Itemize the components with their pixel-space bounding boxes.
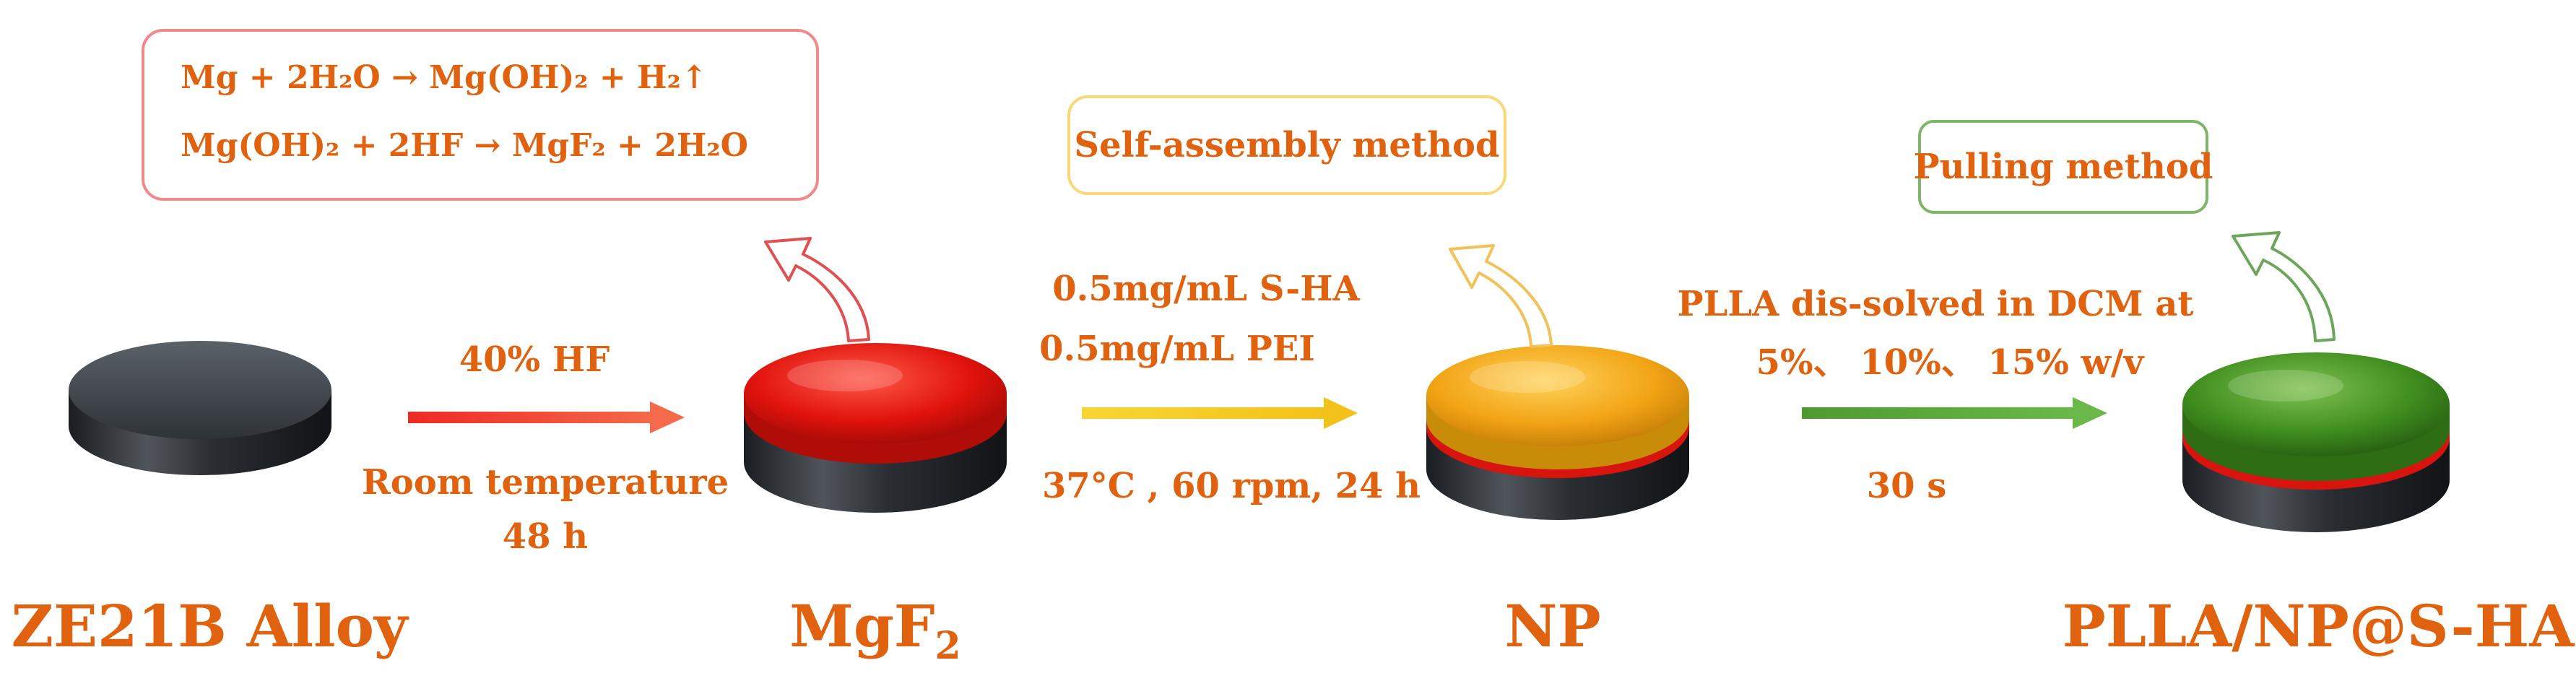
self-assembly-label: Self-assembly method xyxy=(1074,125,1500,165)
step2-pei: 0.5mg/mL PEI xyxy=(1039,329,1315,369)
reaction-equations-box: Mg + 2H₂O → Mg(OH)₂ + H₂↑ Mg(OH)₂ + 2HF … xyxy=(142,29,819,201)
pulling-method-box: Pulling method xyxy=(1914,120,2213,214)
step2-conditions: 37°C , 60 rpm, 24 h xyxy=(1041,466,1421,506)
label-np: NP xyxy=(1504,592,1601,660)
step2-s-ha: 0.5mg/mL S-HA xyxy=(1052,269,1360,309)
final-disc xyxy=(2182,352,2450,532)
alloy-disc xyxy=(69,341,331,475)
green-curved-arrow xyxy=(2232,231,2336,342)
red-curved-arrow xyxy=(764,237,870,342)
step1-condition: Room temperature xyxy=(361,462,729,503)
mgf2-disc xyxy=(744,343,1007,513)
step2-arrow xyxy=(1082,397,1358,429)
yellow-curved-arrow xyxy=(1449,244,1553,348)
step1-time: 48 h xyxy=(502,516,589,557)
equation-1: Mg + 2H₂O → Mg(OH)₂ + H₂↑ xyxy=(181,59,708,96)
label-alloy: ZE21B Alloy xyxy=(11,592,408,660)
label-mgf2-subscript: 2 xyxy=(934,624,961,668)
np-disc xyxy=(1426,345,1689,520)
step3-arrow xyxy=(1802,397,2107,429)
label-final: PLLA/NP@S-HA xyxy=(2062,592,2575,660)
label-mgf2: MgF2 xyxy=(789,592,960,668)
step1-arrow xyxy=(408,402,685,433)
pulling-method-label: Pulling method xyxy=(1913,147,2213,187)
step1-reagent: 40% HF xyxy=(459,339,610,380)
self-assembly-box: Self-assembly method xyxy=(1067,95,1506,195)
step3-concentrations: 5%、 10%、 15% w/v xyxy=(1756,342,2144,383)
step3-plla: PLLA dis-solved in DCM at xyxy=(1677,284,2194,324)
label-mgf2-base: MgF xyxy=(789,592,935,660)
step3-time: 30 s xyxy=(1866,466,1947,506)
equation-2: Mg(OH)₂ + 2HF → MgF₂ + 2H₂O xyxy=(181,127,748,164)
